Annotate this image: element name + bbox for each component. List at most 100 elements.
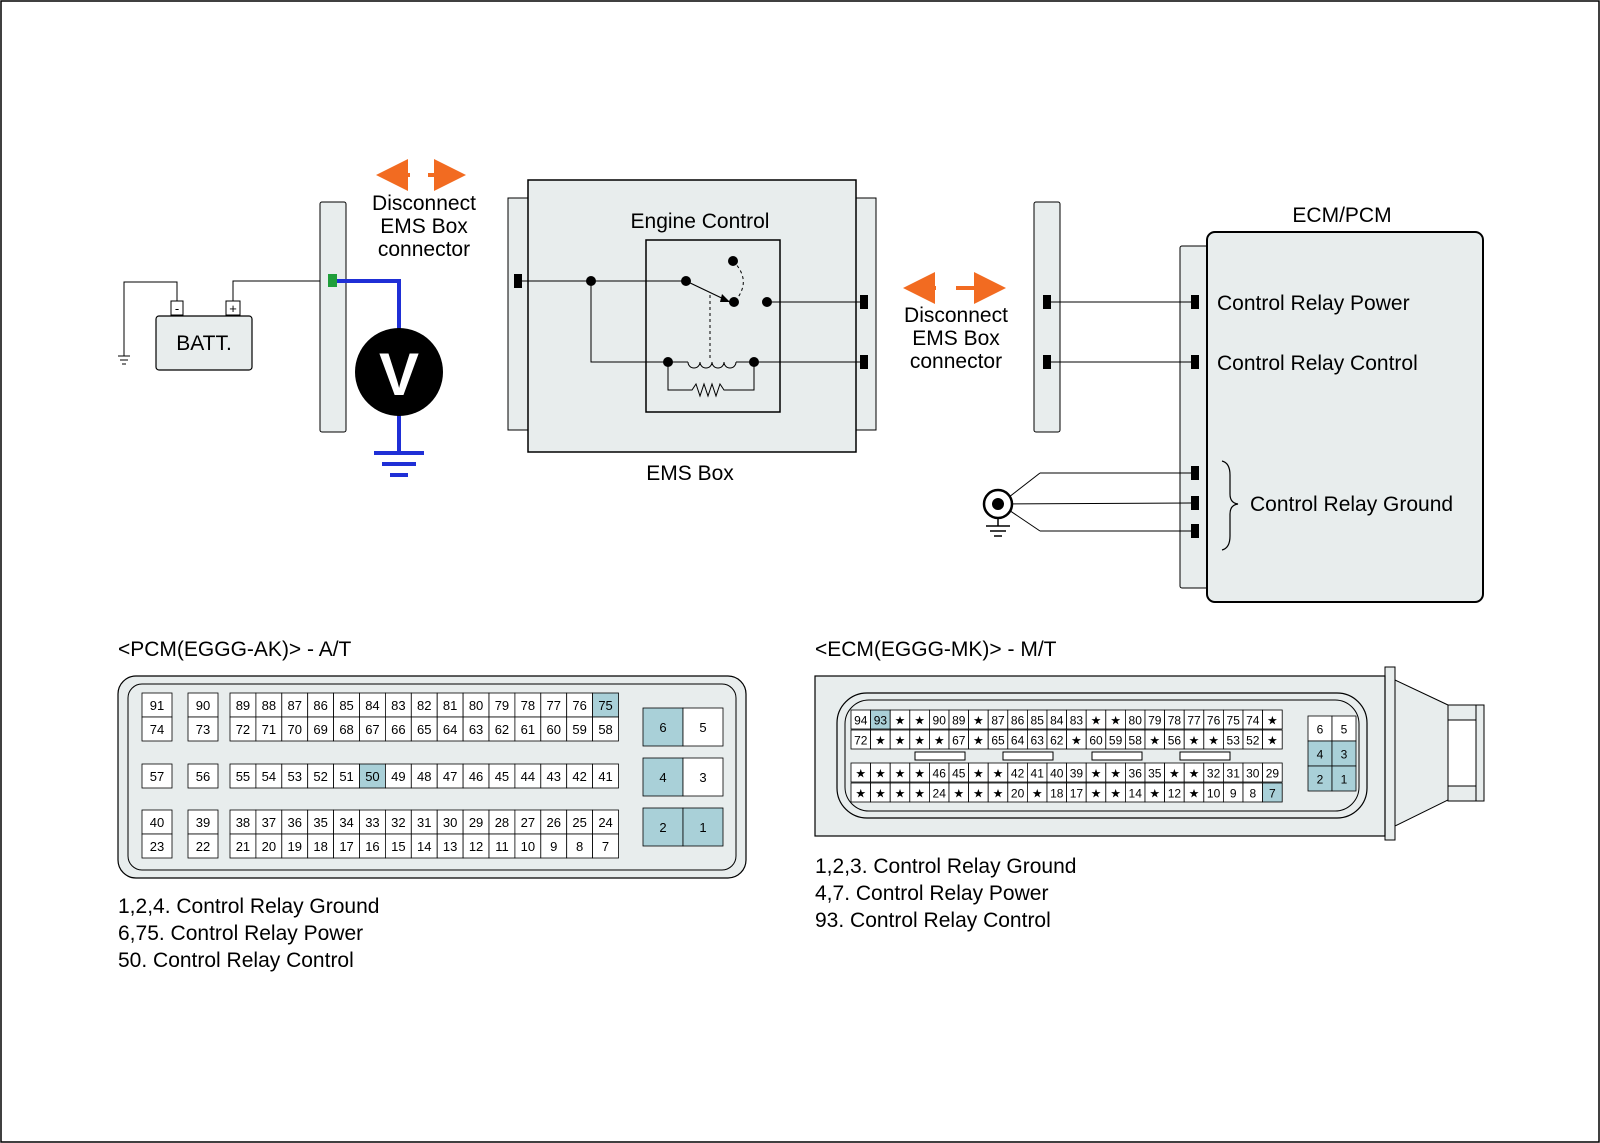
pin-label: ★ [934, 734, 945, 748]
ecm-legend-3: 93. Control Relay Control [815, 909, 1051, 932]
pin-label: ★ [1208, 734, 1219, 748]
pin-label: 37 [262, 815, 276, 830]
pin-cell [488, 692, 516, 718]
pin-label: 56 [1168, 734, 1182, 748]
pin-label: 76 [572, 698, 586, 713]
pin-label: 21 [236, 839, 250, 854]
pin-label: 18 [313, 839, 327, 854]
pin-cell [410, 692, 438, 718]
pin-label: 58 [598, 722, 612, 737]
pin-cell [1331, 765, 1357, 792]
pin-cell [141, 692, 173, 718]
pin-cell [436, 716, 464, 742]
pin-label: ★ [914, 734, 925, 748]
pin-cell [566, 692, 594, 718]
pin-label: ★ [1189, 787, 1200, 801]
pin-cell [1331, 740, 1357, 767]
pin-label: 55 [236, 769, 250, 784]
pin-label: 89 [236, 698, 250, 713]
voltmeter: V [355, 328, 443, 416]
pin-cell [642, 807, 684, 847]
pin-cell [410, 716, 438, 742]
pin-label: 20 [262, 839, 276, 854]
pin-cell [682, 757, 724, 797]
pin-label: 30 [1246, 767, 1260, 781]
pin-label: 29 [1266, 767, 1280, 781]
pin-label: 12 [469, 839, 483, 854]
pin-label: 5 [699, 720, 706, 735]
pin-cell [229, 763, 257, 789]
chassis-ground-icon [118, 355, 130, 365]
pin-label: ★ [1189, 734, 1200, 748]
pin-label: 51 [339, 769, 353, 784]
pin-label: 75 [1227, 714, 1241, 728]
pin-cell [255, 763, 283, 789]
pin-cell [410, 809, 438, 835]
pin-label: 47 [443, 769, 457, 784]
pin-cell [642, 707, 684, 747]
pin-cell [1262, 762, 1283, 783]
pin-label: 80 [469, 698, 483, 713]
pin-label: ★ [875, 767, 886, 781]
pin-label: 20 [1011, 787, 1025, 801]
pin-label: ★ [1169, 767, 1180, 781]
pcm-legend-2: 6,75. Control Relay Power [118, 922, 363, 945]
pin-label: ★ [895, 787, 906, 801]
pin-cell [359, 763, 386, 789]
pin-label: 46 [933, 767, 947, 781]
pin-label: 34 [339, 815, 353, 830]
pin-label: 62 [495, 722, 509, 737]
pin-label: 40 [150, 815, 164, 830]
pin-label: 26 [547, 815, 561, 830]
pin-label: ★ [1267, 734, 1278, 748]
pin-label: 69 [313, 722, 327, 737]
pin-label: 61 [521, 722, 535, 737]
pin-cell [359, 716, 386, 742]
pin-label: 40 [1050, 767, 1064, 781]
pin-label: 38 [236, 815, 250, 830]
pin-label: 73 [196, 722, 210, 737]
pin-label: ★ [973, 714, 984, 728]
pin-cell [1262, 782, 1283, 803]
ecm-pcm-title: ECM/PCM [1292, 204, 1391, 227]
ecm-legend-2: 4,7. Control Relay Power [815, 882, 1048, 905]
ground-brace [1221, 460, 1239, 551]
pin-label: 54 [262, 769, 276, 784]
pin-label: ★ [993, 787, 1004, 801]
pin-cell [682, 807, 724, 847]
left-connector-bar [319, 201, 347, 433]
pin-label: ★ [914, 767, 925, 781]
pin-cell [333, 833, 360, 859]
pin-cell [384, 716, 412, 742]
pin-label: 2 [1317, 773, 1324, 787]
pin-label: 17 [339, 839, 353, 854]
pin-label: 42 [1011, 767, 1025, 781]
pin-label: 68 [339, 722, 353, 737]
pin-cell [281, 716, 309, 742]
pin-cell [281, 692, 309, 718]
pin-label: 48 [417, 769, 431, 784]
pin-cell [540, 833, 568, 859]
pin-label: ★ [1189, 767, 1200, 781]
pin-label: 7 [602, 839, 609, 854]
pin-label: 59 [1109, 734, 1123, 748]
pin-label: ★ [1032, 787, 1043, 801]
pin-label: 85 [339, 698, 353, 713]
pin-label: ★ [973, 734, 984, 748]
pin-label: 75 [598, 698, 612, 713]
pin-label: ★ [914, 714, 925, 728]
pin-label: 94 [854, 714, 868, 728]
pin-label: 82 [417, 698, 431, 713]
pin-cell [281, 809, 309, 835]
pin-label: 28 [495, 815, 509, 830]
pin-cell [359, 692, 386, 718]
pin-label: 63 [1031, 734, 1045, 748]
pin-label: 83 [391, 698, 405, 713]
pin-label: ★ [1267, 714, 1278, 728]
pin-cell [187, 763, 219, 789]
pin-label: 79 [495, 698, 509, 713]
pin-cell [307, 809, 335, 835]
pin-label: 85 [1031, 714, 1045, 728]
meter-lead-positive [337, 279, 401, 330]
